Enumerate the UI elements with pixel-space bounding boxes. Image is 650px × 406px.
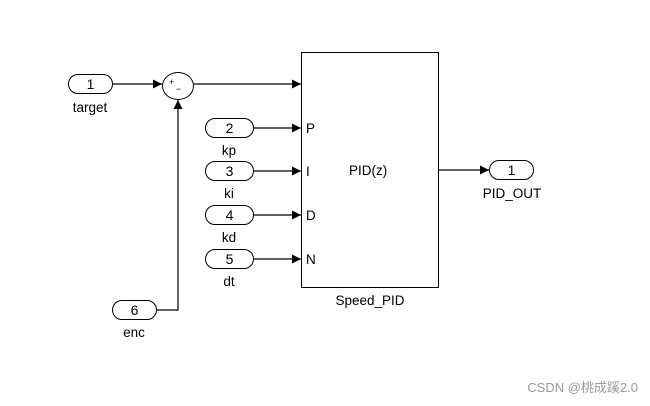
outport-number: 1	[507, 162, 516, 178]
subsystem-port-d: D	[306, 208, 316, 223]
inport-label-enc: enc	[123, 325, 145, 340]
outport-label: PID_OUT	[482, 186, 542, 201]
sum-block[interactable]: + −	[162, 72, 194, 100]
inport-label-kd: kd	[221, 230, 237, 245]
outport-pid-out[interactable]: 1	[489, 160, 534, 180]
inport-number: 2	[225, 120, 234, 136]
subsystem-port-p: P	[306, 121, 316, 136]
inport-enc[interactable]: 6	[112, 300, 157, 320]
subsystem-port-i: I	[306, 164, 310, 179]
line-enc-to-sum[interactable]	[157, 100, 183, 311]
sum-minus-sign: −	[176, 84, 182, 94]
inport-target[interactable]: 1	[68, 74, 113, 94]
inport-number: 1	[86, 76, 95, 92]
subsystem-name: Speed_PID	[335, 293, 405, 308]
pid-subsystem-block[interactable]: P I D N PID(z)	[301, 52, 439, 288]
inport-number: 6	[130, 302, 139, 318]
watermark-text: CSDN @桃成蹊2.0	[527, 380, 638, 395]
inport-label-dt: dt	[223, 274, 235, 289]
inport-kp[interactable]: 2	[205, 118, 254, 138]
inport-kd[interactable]: 4	[205, 205, 254, 225]
inport-label-kp: kp	[221, 143, 237, 158]
sum-plus-sign: +	[169, 77, 175, 87]
inport-dt[interactable]: 5	[205, 249, 254, 269]
inport-ki[interactable]: 3	[205, 161, 254, 181]
inport-number: 4	[225, 207, 234, 223]
inport-number: 3	[225, 163, 234, 179]
subsystem-content-text: PID(z)	[349, 163, 388, 178]
inport-label-target: target	[72, 100, 108, 115]
inport-label-ki: ki	[224, 186, 234, 201]
subsystem-port-n: N	[306, 252, 316, 267]
inport-number: 5	[225, 251, 234, 267]
